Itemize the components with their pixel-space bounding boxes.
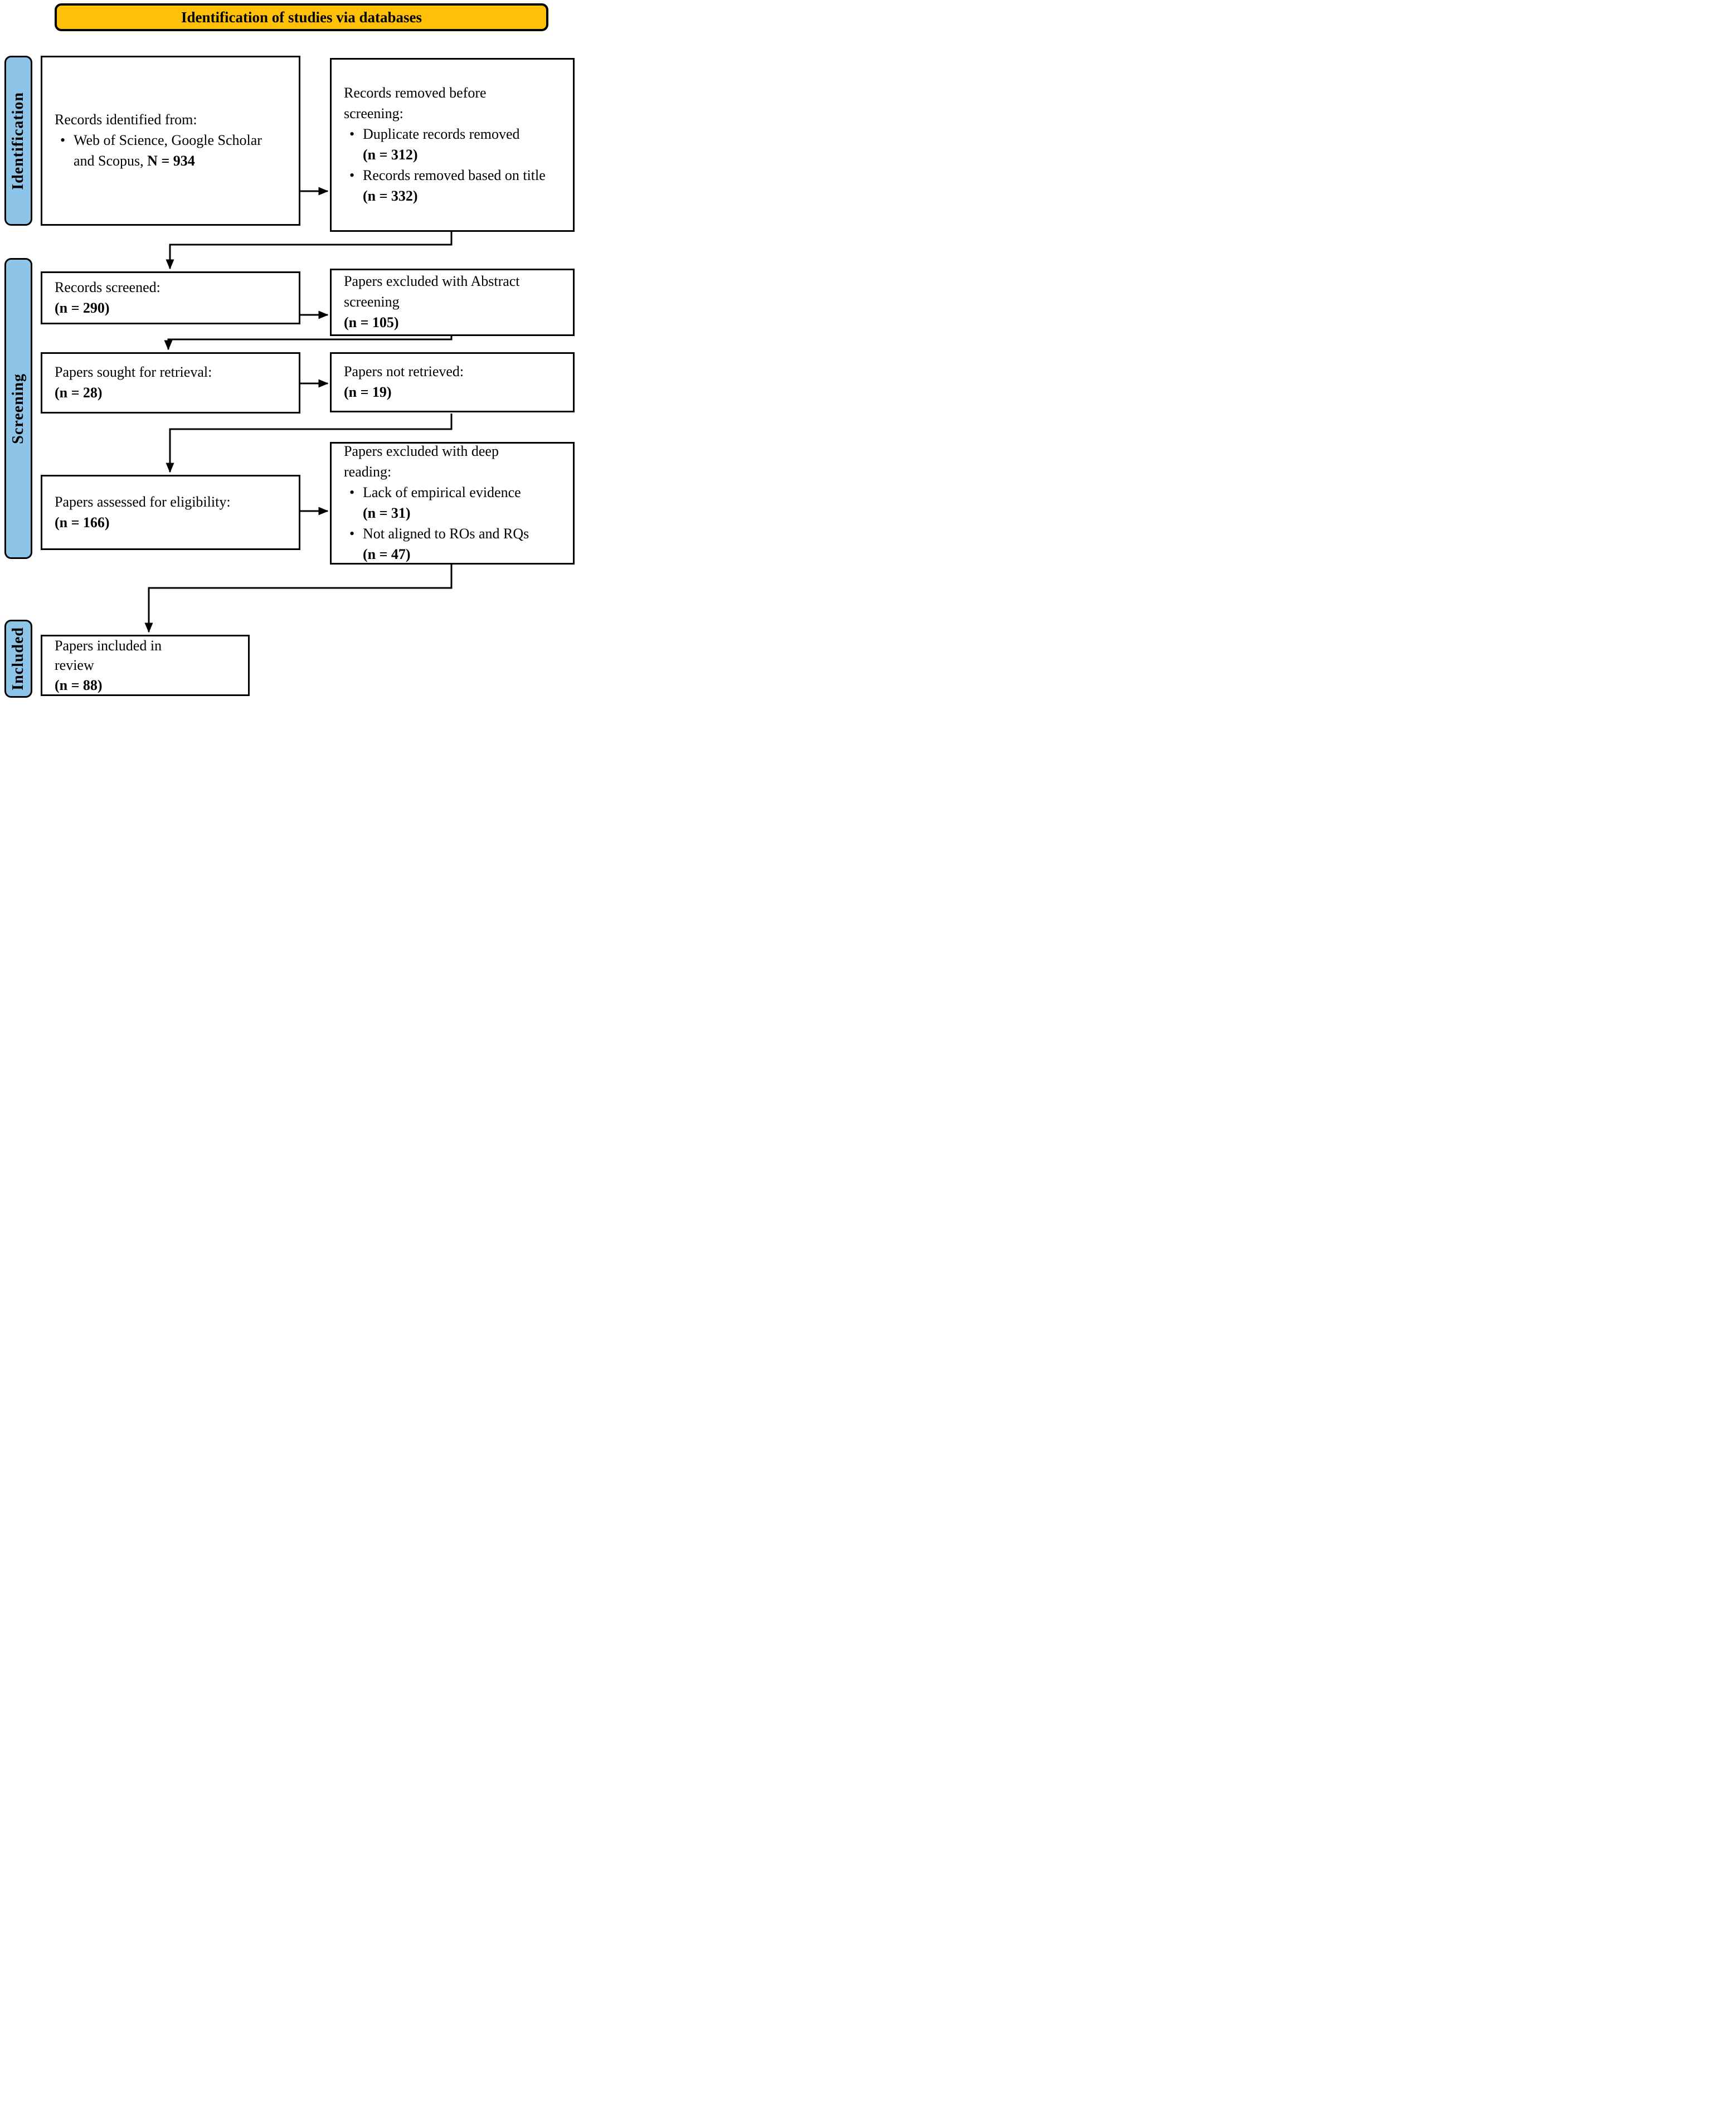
arrow-removed-to-screened [166,232,453,270]
stage-label-identification: Identification [4,56,32,226]
count-duplicates-removed: (n = 312) [363,147,418,163]
box-records-screened: Records screened: (n = 290) [41,271,300,324]
box-title: Papers not retrieved: [344,363,464,380]
count-lack-empirical: (n = 31) [363,505,411,521]
box-papers-not-retrieved: Papers not retrieved: (n = 19) [330,352,575,412]
box-title: Papers assessed for eligibility: [55,493,231,510]
stage-label-included: Included [4,620,32,698]
box-excluded-deep-reading: Papers excluded with deep reading: Lack … [330,442,575,565]
count-assessed: (n = 166) [55,514,110,531]
stage-label-screening: Screening [4,258,32,559]
arrow-excluded-deep-to-included [144,565,453,633]
box-papers-included: Papers included in review (n = 88) [41,635,250,696]
box-papers-sought: Papers sought for retrieval: (n = 28) [41,352,300,414]
box-excluded-abstract-screening: Papers excluded with Abstract screening … [330,269,575,336]
arrow-excluded-abstract-to-sought [164,336,453,351]
count-included: (n = 88) [55,677,103,693]
box-papers-assessed: Papers assessed for eligibility: (n = 16… [41,475,300,550]
count-excluded-abstract: (n = 105) [344,314,399,330]
count-identified: N = 934 [147,152,195,169]
box-title: Records removed before screening: [344,85,487,122]
box-records-identified: Records identified from: Web of Science,… [41,56,300,226]
bullet-removed-by-title: Records removed based on title (n = 332) [344,166,568,207]
box-title: Papers sought for retrieval: [55,364,212,381]
bullet-databases: Web of Science, Google Scholar and Scopu… [55,130,281,172]
diagram-title-banner: Identification of studies via databases [55,3,548,31]
box-title: Papers included in review [55,638,162,674]
box-title: Records screened: [55,279,161,295]
count-not-aligned: (n = 47) [363,546,411,562]
diagram-title: Identification of studies via databases [181,8,422,26]
count-sought: (n = 28) [55,385,103,401]
count-screened: (n = 290) [55,299,110,316]
bullet-not-aligned: Not aligned to ROs and RQs (n = 47) [344,524,568,565]
prisma-flow-diagram: Identification of studies via databases … [0,0,578,701]
count-removed-by-title: (n = 332) [363,187,418,204]
count-not-retrieved: (n = 19) [344,384,392,400]
box-records-removed-before-screening: Records removed before screening: Duplic… [330,58,575,232]
bullet-duplicates-removed: Duplicate records removed (n = 312) [344,124,568,166]
box-title: Papers excluded with Abstract screening [344,273,520,310]
bullet-lack-empirical: Lack of empirical evidence (n = 31) [344,483,568,524]
box-title: Records identified from: [55,111,197,128]
box-title: Papers excluded with deep reading: [344,443,499,480]
